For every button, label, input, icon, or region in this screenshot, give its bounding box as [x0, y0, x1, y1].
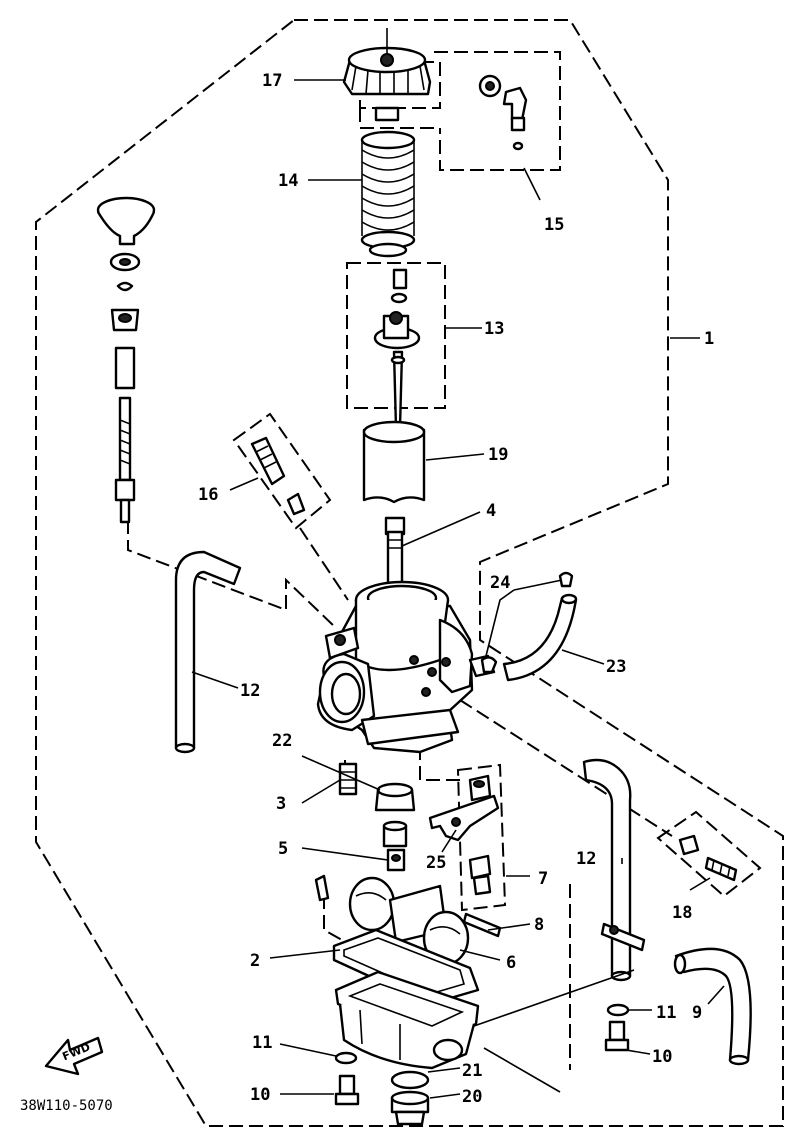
needle-jet	[384, 516, 406, 586]
vent-hose-left	[174, 550, 242, 754]
alignment-line	[299, 527, 349, 601]
callout-21: 21	[462, 1061, 482, 1081]
callout-17: 17	[262, 71, 282, 91]
float-valve-set	[428, 774, 500, 896]
callout-13: 13	[484, 319, 504, 339]
callout-19: 19	[488, 445, 508, 465]
callout-12-right: 12	[576, 849, 596, 869]
hose-23-assembly	[480, 571, 578, 682]
callout-4: 4	[486, 501, 496, 521]
callout-6: 6	[506, 953, 516, 973]
callout-5: 5	[278, 839, 288, 859]
callout-8: 8	[534, 915, 544, 935]
pilot-air-screw	[250, 436, 306, 516]
throttle-spring	[360, 130, 416, 258]
drain-screw	[678, 834, 738, 882]
callout-14: 14	[278, 171, 298, 191]
float-valve-subgroup-box	[456, 763, 507, 912]
callout-22: 22	[272, 731, 292, 751]
jet-needle-set	[373, 268, 421, 430]
screw-10-right	[604, 1020, 630, 1052]
callout-16: 16	[198, 485, 218, 505]
washer-11-right	[606, 1003, 630, 1017]
drain-screw-subgroup-box	[656, 810, 762, 898]
float-chamber	[334, 970, 480, 1070]
callout-15: 15	[544, 215, 564, 235]
callout-9: 9	[692, 1003, 702, 1023]
pilot-screw-subgroup-box	[232, 412, 332, 530]
callout-11-left: 11	[252, 1033, 272, 1053]
fitting-subgroup-box	[434, 51, 561, 171]
main-jet-holder	[374, 782, 416, 848]
screw-10-left	[334, 1074, 360, 1106]
top-cap	[342, 28, 432, 122]
alignment-line	[127, 520, 337, 629]
starter-plunger-assembly	[96, 196, 156, 524]
callout-labels: 17 14 15 13 1 19 16 4 24 23 12 22 3 5 25…	[198, 71, 714, 1107]
vent-hose-right	[582, 758, 646, 982]
callout-20: 20	[462, 1087, 482, 1107]
assembly-boundary	[35, 19, 784, 1127]
callout-25: 25	[426, 853, 446, 873]
callout-10-left: 10	[250, 1085, 270, 1105]
drain-plug-20	[390, 1090, 430, 1126]
callout-1: 1	[704, 329, 714, 349]
carburetor-body	[316, 580, 496, 754]
drawing-code: 38W110-5070	[20, 1098, 113, 1114]
callout-24: 24	[490, 573, 510, 593]
float-chamber-gasket	[332, 928, 480, 1006]
washer-11-left	[334, 1051, 358, 1065]
alignment-line	[419, 746, 460, 781]
fwd-arrow-icon: FWD	[44, 1036, 104, 1076]
overflow-hose	[673, 947, 752, 1066]
callout-23: 23	[606, 657, 626, 677]
leader-lines	[191, 79, 725, 1099]
float	[314, 874, 502, 966]
callout-2: 2	[250, 951, 260, 971]
alignment-line	[459, 699, 673, 837]
callout-18: 18	[672, 903, 692, 923]
callout-3: 3	[276, 794, 286, 814]
main-jet	[386, 848, 406, 872]
drain-plug-21	[390, 1070, 430, 1090]
callout-11-right: 11	[656, 1003, 676, 1023]
alignment-line	[323, 895, 379, 961]
callout-12-left: 12	[240, 681, 260, 701]
callout-10-right: 10	[652, 1047, 672, 1067]
throttle-valve	[362, 420, 426, 504]
cable-fitting	[478, 74, 528, 151]
callout-7: 7	[538, 869, 548, 889]
pilot-jet	[338, 762, 358, 796]
